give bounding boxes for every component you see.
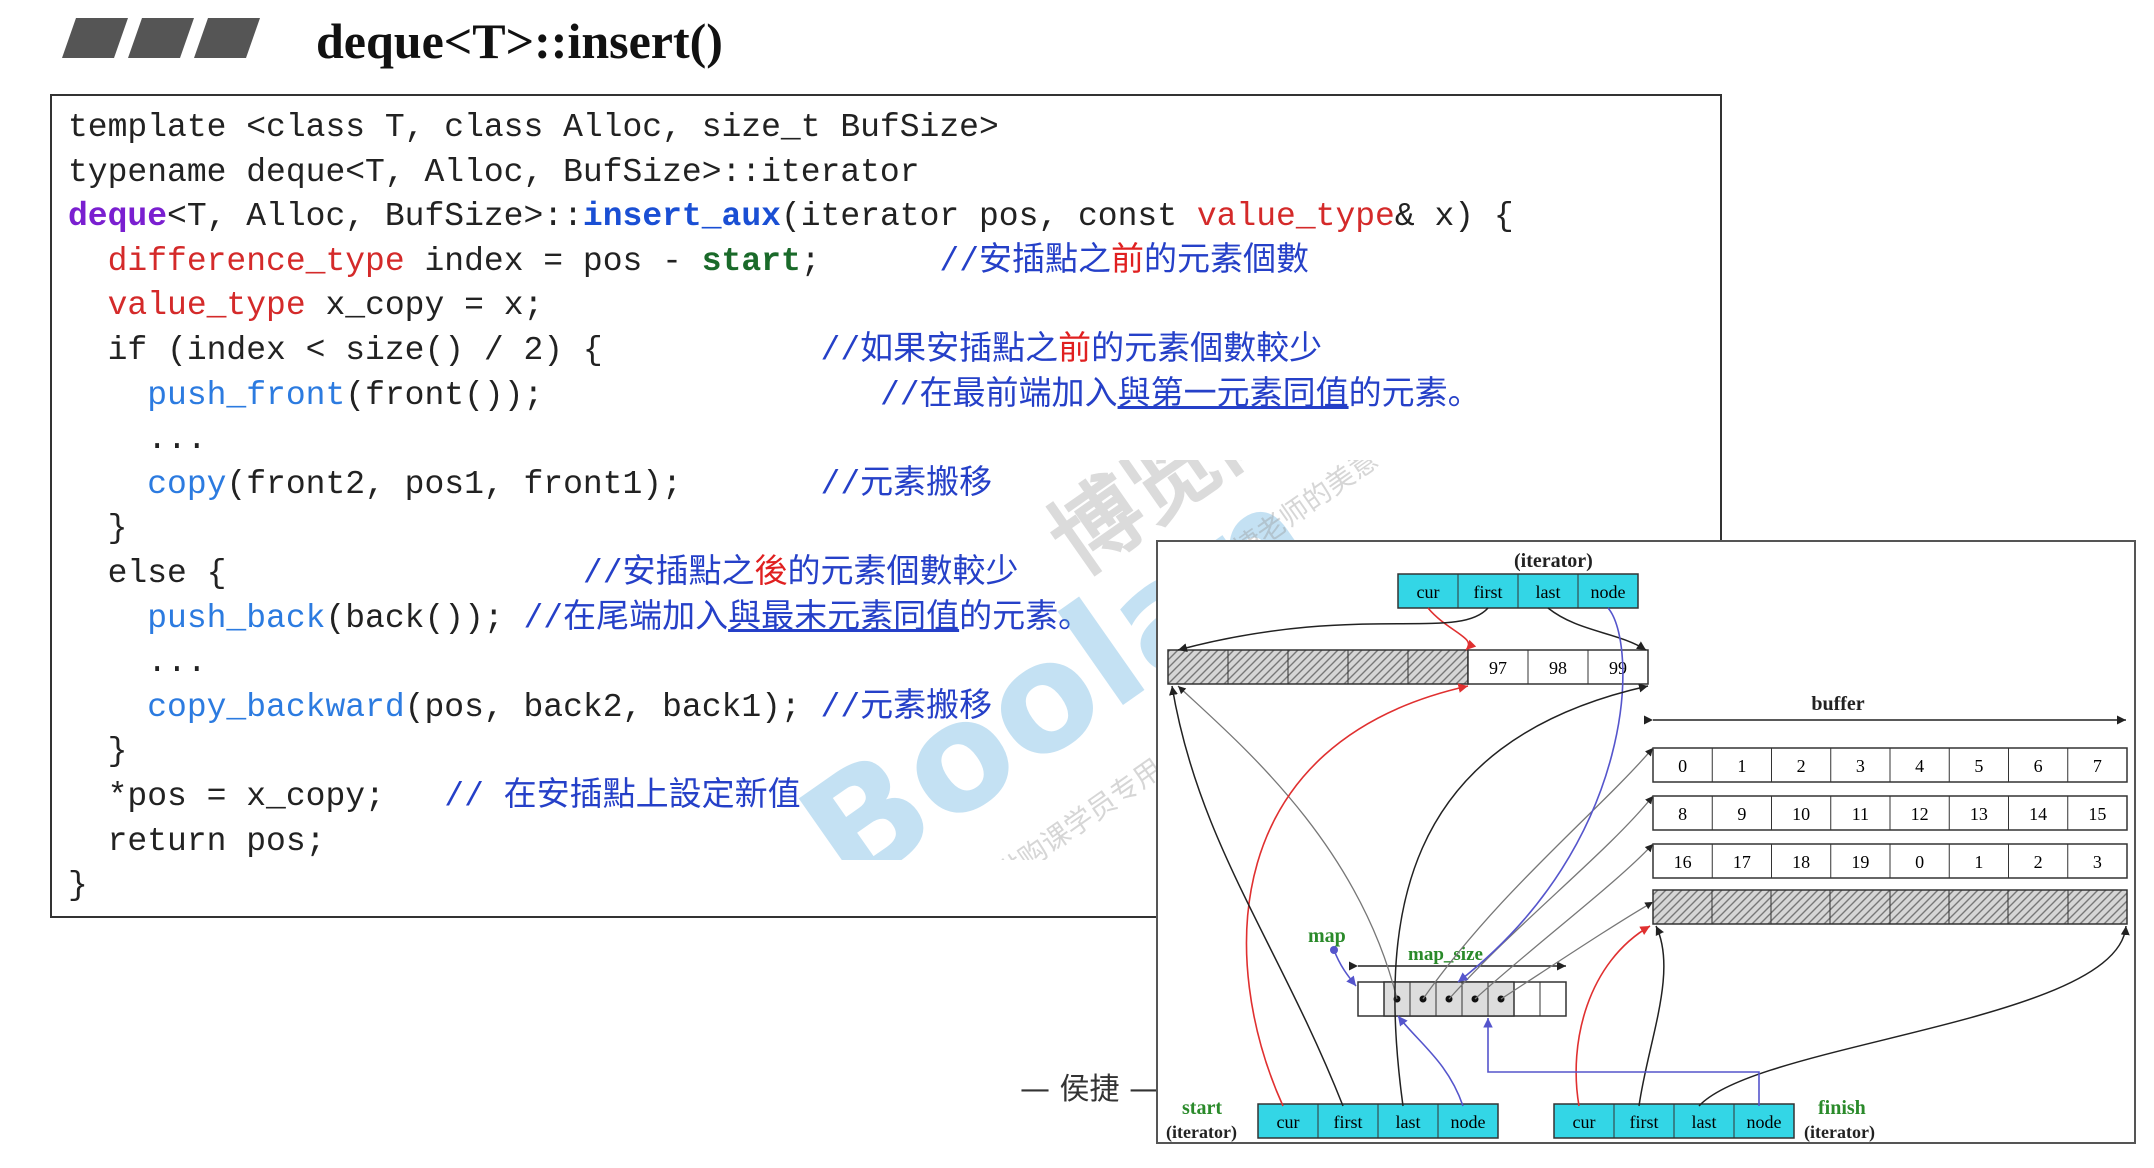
top-iterator: cur first last node <box>1397 573 1639 609</box>
buffer-cell: 4 <box>1915 756 1924 776</box>
code-comment: // 在安插點上設定新值 <box>444 777 801 815</box>
buffer-cell: 0 <box>1678 756 1687 776</box>
iter-field: last <box>1536 582 1561 602</box>
code-comment: //在最前端加入與第一元素同值的元素。 <box>879 376 1481 414</box>
buffer-cell: 12 <box>1911 804 1929 824</box>
buffer-cell: 97 <box>1489 658 1507 678</box>
author-caption: — 侯捷 — <box>1020 1072 1160 1107</box>
code-line: typename deque<T, Alloc, BufSize>::itera… <box>68 153 920 191</box>
iter-field: first <box>1630 1112 1659 1132</box>
buffer-cell: 6 <box>2034 756 2043 776</box>
map-array <box>1357 981 1567 1017</box>
buffer-cell: 18 <box>1792 852 1810 872</box>
code-call: push_front <box>147 376 346 414</box>
code-call: copy <box>147 465 227 503</box>
buffer-cell: 7 <box>2093 756 2102 776</box>
buffer-label: buffer <box>1811 693 1864 715</box>
buffer-cell: 1 <box>1974 852 1983 872</box>
buffer-cell: 99 <box>1609 658 1627 678</box>
buffer-cell: 3 <box>1856 756 1865 776</box>
finish-iterator: cur first last node <box>1553 1103 1795 1139</box>
buffer-cell: 13 <box>1970 804 1988 824</box>
iter-field: first <box>1474 582 1503 602</box>
code-comment: //在尾端加入與最末元素同值的元素。 <box>523 599 1092 637</box>
buffer-cell: 11 <box>1852 804 1869 824</box>
start-label: start <box>1182 1097 1222 1119</box>
buffer-cell: 17 <box>1733 852 1751 872</box>
start-iterator: cur first last node <box>1257 1103 1499 1139</box>
iter-field: cur <box>1277 1112 1300 1132</box>
buffer-cell: 14 <box>2029 804 2047 824</box>
buffer-cell: 8 <box>1678 804 1687 824</box>
code-line: template <class T, class Alloc, size_t B… <box>68 109 999 146</box>
iter-field: first <box>1334 1112 1363 1132</box>
code-keyword: deque <box>68 198 168 236</box>
buffer-cell: 16 <box>1674 852 1692 872</box>
title-bullet-icon <box>62 18 260 58</box>
code-type: value_type <box>107 287 306 325</box>
buffer-cell: 1 <box>1737 756 1746 776</box>
code-member: start <box>701 242 801 280</box>
finish-label: finish <box>1818 1097 1866 1119</box>
deque-diagram: (iterator) cur first last node 97 98 99 <box>1156 540 2136 1144</box>
code-comment: //元素搬移 <box>820 688 993 726</box>
start-sub-label: (iterator) <box>1166 1122 1237 1143</box>
buffer-cell: 5 <box>1974 756 1983 776</box>
deque-diagram-svg: (iterator) cur first last node 97 98 99 <box>1166 550 2130 1143</box>
code-call: copy_backward <box>147 688 405 726</box>
buffer-cell: 10 <box>1792 804 1810 824</box>
code-comment: //安插點之前的元素個數 <box>939 242 1309 280</box>
top-iterator-label: (iterator) <box>1514 550 1593 572</box>
buffer-cell: 9 <box>1737 804 1746 824</box>
finish-sub-label: (iterator) <box>1804 1122 1875 1143</box>
buffer-cell: 2 <box>1797 756 1806 776</box>
buffer-cell: 19 <box>1851 852 1869 872</box>
iter-field: node <box>1451 1112 1486 1132</box>
top-buffer: 97 98 99 <box>1167 649 1649 685</box>
iter-field: cur <box>1417 582 1440 602</box>
buffer-cell: 3 <box>2093 852 2102 872</box>
iter-field: node <box>1747 1112 1782 1132</box>
iter-field: cur <box>1573 1112 1596 1132</box>
iter-field: last <box>1692 1112 1717 1132</box>
code-listing: template <class T, class Alloc, size_t B… <box>50 94 1722 918</box>
buffer-cell: 15 <box>2088 804 2106 824</box>
iter-field: last <box>1396 1112 1421 1132</box>
buffer-cell: 2 <box>2034 852 2043 872</box>
code-text: template <class T, class Alloc, size_t B… <box>68 109 1514 905</box>
code-comment: //安插點之後的元素個數較少 <box>582 554 1019 592</box>
bottom-buffer <box>1652 889 2128 925</box>
buffer-cell: 0 <box>1915 852 1924 872</box>
code-comment: //如果安插點之前的元素個數較少 <box>820 331 1323 369</box>
code-type: value_type <box>1196 198 1395 236</box>
code-function: insert_aux <box>582 198 781 236</box>
code-call: push_back <box>147 599 326 637</box>
code-type: difference_type <box>107 242 405 280</box>
page-title: deque<T>::insert() <box>316 13 723 69</box>
map-size-label: map_size <box>1408 944 1483 965</box>
buffer-cell: 98 <box>1549 658 1567 678</box>
map-label: map <box>1308 925 1346 947</box>
iter-field: node <box>1591 582 1626 602</box>
code-comment: //元素搬移 <box>820 465 993 503</box>
